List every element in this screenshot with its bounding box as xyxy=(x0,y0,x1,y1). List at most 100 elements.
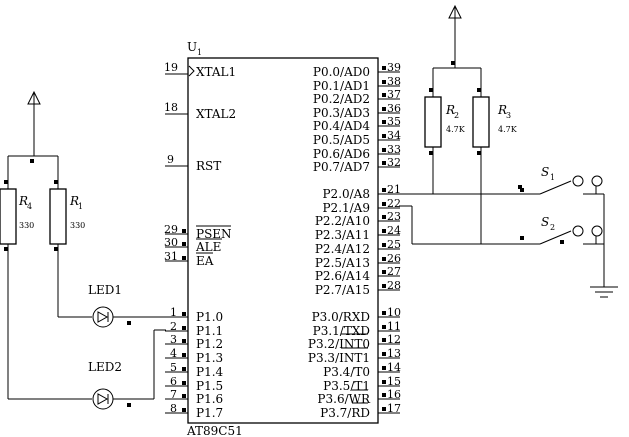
pin-number: 6 xyxy=(170,375,177,388)
pin-name: P0.0/AD0 xyxy=(313,65,370,79)
pin-22: 22 P2.1/A9 xyxy=(322,197,401,215)
pin-number: 35 xyxy=(387,115,401,128)
s1-sub: 1 xyxy=(550,173,555,182)
left-control-pins: 19 XTAL1 18 XTAL2 9 RST 29 PSEN 30 ALE xyxy=(164,61,236,268)
pin-number: 26 xyxy=(387,252,401,265)
r1-sub: 1 xyxy=(78,202,83,211)
pin-9: 9 RST xyxy=(165,153,221,173)
pin-number: 5 xyxy=(170,361,177,374)
switch-terminal xyxy=(591,225,603,237)
pin-name: P1.2 xyxy=(196,337,223,351)
pin-number: 21 xyxy=(387,183,401,196)
pin-name: P3.1/TXD xyxy=(313,324,370,338)
pin-28: 28 P2.7/A15 xyxy=(315,279,401,297)
pin-number: 33 xyxy=(387,143,401,156)
led1: LED1 xyxy=(88,283,166,328)
chip-part-name: AT89C51 xyxy=(186,424,243,437)
pin-number: 27 xyxy=(387,265,401,278)
pin-number: 30 xyxy=(164,236,178,249)
s2-sub: 2 xyxy=(550,223,555,232)
pin-number: 39 xyxy=(387,61,401,74)
switch-s1: S 1 xyxy=(400,165,605,287)
pin-name: P2.6/A14 xyxy=(315,269,371,283)
r3-value: 4.7K xyxy=(498,125,518,134)
pin-name: P2.5/A13 xyxy=(315,256,370,270)
pin-name: P1.0 xyxy=(196,310,223,324)
switch-contact xyxy=(572,175,584,187)
pin-name: EA xyxy=(196,254,214,268)
s2-letter: S xyxy=(541,215,549,229)
pin-number: 3 xyxy=(170,333,177,346)
pin-name: P1.6 xyxy=(196,392,223,406)
pin-number: 31 xyxy=(164,250,178,263)
pin-name: P1.5 xyxy=(196,379,223,393)
resistor-r4: R 4 330 xyxy=(0,156,92,400)
pin-number: 36 xyxy=(387,102,401,115)
resistor-body xyxy=(424,96,442,148)
resistor-body xyxy=(49,188,67,245)
microcontroller-chip: U 1 AT89C51 xyxy=(186,40,379,437)
r4-letter: R xyxy=(18,194,28,208)
pin-name: P2.7/A15 xyxy=(315,283,370,297)
s1-letter: S xyxy=(541,165,549,179)
pin-number: 15 xyxy=(387,375,401,388)
pin-number: 37 xyxy=(387,88,401,101)
pin-name: P0.4/AD4 xyxy=(313,119,370,133)
port3-overbars xyxy=(341,333,368,404)
switch-s2: S 2 xyxy=(400,205,604,245)
pin-number: 32 xyxy=(387,156,401,169)
pin-name: P3.5/T1 xyxy=(323,379,370,393)
pin-number: 10 xyxy=(387,306,401,319)
clock-marker xyxy=(188,65,195,77)
chip-ref-letter: U xyxy=(187,40,197,54)
power-arrow-icon xyxy=(448,4,462,19)
pin-name: P1.1 xyxy=(196,324,223,338)
r2-sub: 2 xyxy=(454,111,459,120)
switch-terminal xyxy=(591,175,603,187)
vcc-left-supply xyxy=(8,90,58,163)
pin-name: P2.1/A9 xyxy=(322,201,370,215)
pin-3: 3 P1.2 xyxy=(165,333,223,351)
r3-sub: 3 xyxy=(506,111,511,120)
pin-number: 4 xyxy=(170,347,177,360)
r2-letter: R xyxy=(445,103,455,117)
pin-name: P3.7/RD xyxy=(320,406,370,420)
chip-body xyxy=(187,57,379,424)
led-body xyxy=(92,388,114,410)
pin-name: P2.2/A10 xyxy=(315,214,370,228)
pin-number: 16 xyxy=(387,388,401,401)
r2-value: 4.7K xyxy=(446,125,466,134)
pin-number: 29 xyxy=(164,223,178,236)
pin-name: P0.5/AD5 xyxy=(313,133,370,147)
pin-number: 22 xyxy=(387,197,401,210)
pin-number: 28 xyxy=(387,279,401,292)
pin-number: 13 xyxy=(387,347,401,360)
pin-name: XTAL2 xyxy=(196,107,236,121)
chip-ref-sub: 1 xyxy=(197,48,202,57)
pin-name: P1.4 xyxy=(196,365,224,379)
resistor-r1: R 1 330 xyxy=(49,156,92,318)
r1-value: 330 xyxy=(70,221,85,230)
pin-name: P2.4/A12 xyxy=(315,242,370,256)
pin-1: 1 P1.0 xyxy=(165,306,223,324)
port0-pins: 39P0.0/AD038P0.1/AD137P0.2/AD236P0.3/AD3… xyxy=(313,61,401,174)
pin-number: 1 xyxy=(170,306,177,319)
pin-name: PSEN xyxy=(196,227,232,241)
pin-33: 33 P0.6/AD6 xyxy=(313,143,401,161)
r3-letter: R xyxy=(497,103,507,117)
pin-name: P0.6/AD6 xyxy=(313,147,370,161)
pin-27: 27 P2.6/A14 xyxy=(315,265,401,283)
led2-label: LED2 xyxy=(88,360,122,374)
